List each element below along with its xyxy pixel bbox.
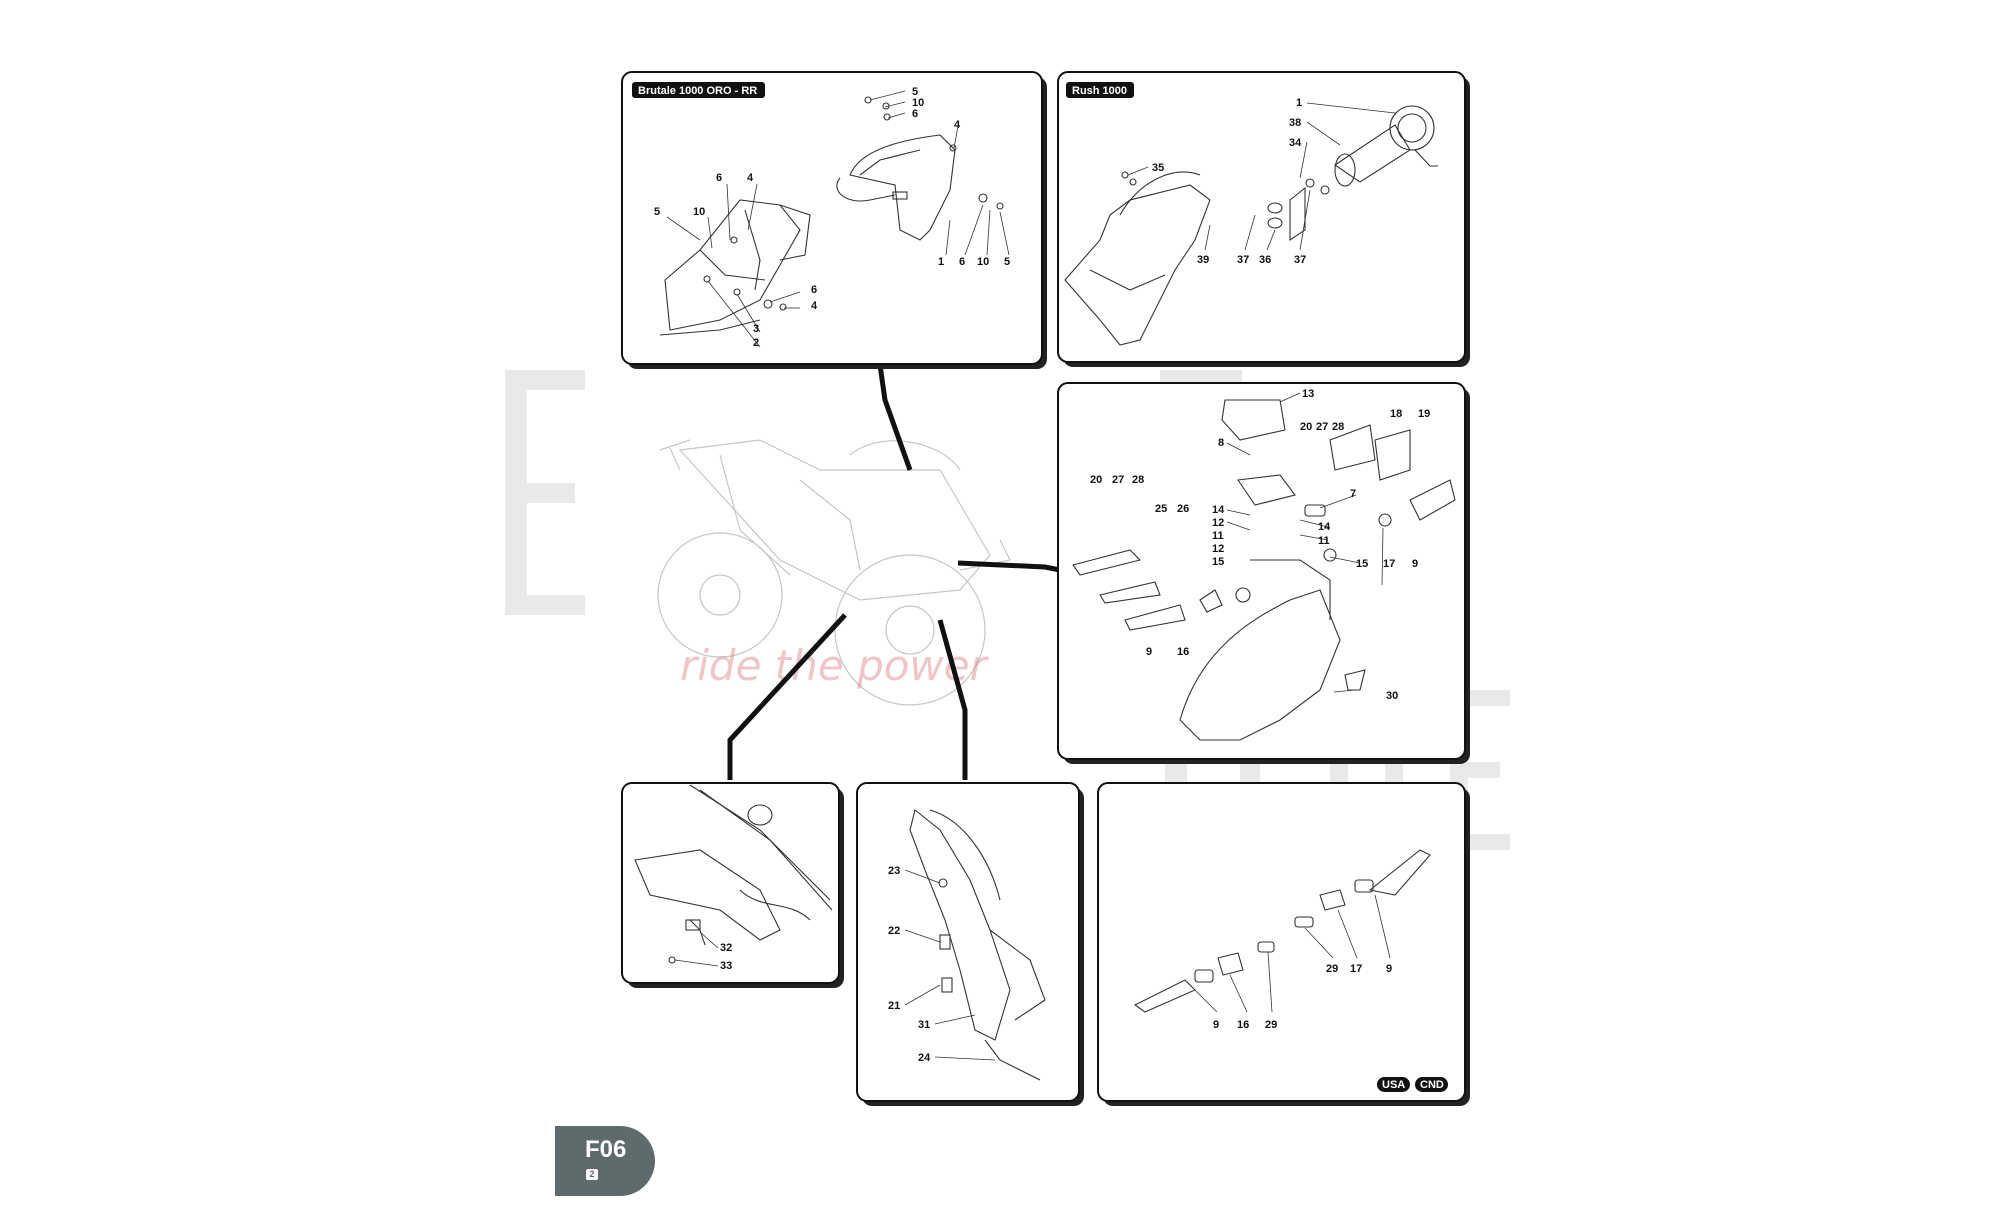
callout: 10: [912, 97, 924, 109]
callout: 14: [1212, 504, 1225, 516]
callout: 9: [1146, 646, 1152, 658]
page-code: F06: [585, 1136, 627, 1163]
callout: 24: [918, 1052, 931, 1064]
callout: 2: [753, 337, 759, 349]
callout: 7: [1350, 488, 1356, 500]
callout: 19: [1418, 408, 1430, 420]
callout: 11: [1212, 530, 1224, 542]
callout: 20: [1300, 421, 1312, 433]
panel-callouts: 5 10 6 4 6 4 5 10 1 6 10 5 6 4 3 2: [654, 86, 1010, 349]
callout: 22: [888, 925, 900, 937]
callout: 6: [912, 108, 918, 120]
callout: 32: [720, 942, 732, 954]
callout: 9: [1213, 1019, 1219, 1031]
callout: 12: [1212, 543, 1224, 555]
callout: 9: [1412, 558, 1418, 570]
callout: 4: [954, 119, 961, 131]
callout: 23: [888, 865, 900, 877]
callout: 38: [1289, 117, 1301, 129]
callout: 28: [1132, 474, 1144, 486]
cnd-badge: [1415, 1077, 1448, 1092]
callout: 35: [1152, 162, 1164, 174]
panel-chain: 32 33: [621, 782, 844, 988]
panel-tail: 13 8 20 27 28 18 19 7 20 27 28 25 26 14 …: [1057, 382, 1470, 764]
page-sub-code: 2: [586, 1169, 598, 1180]
callout: 6: [716, 172, 722, 184]
callout: 28: [1332, 421, 1344, 433]
callout: 29: [1326, 963, 1338, 975]
panel-frame: 23 22 21 31 24: [856, 782, 1084, 1106]
callout: 27: [1316, 421, 1328, 433]
watermark-tagline: ride the power: [680, 641, 990, 690]
callout: 33: [720, 960, 732, 972]
callout: 30: [1386, 690, 1398, 702]
callout: 5: [654, 206, 660, 218]
callout: 25: [1155, 503, 1167, 515]
panel-rush: Rush 1000 1 38 34: [1057, 71, 1470, 367]
callout: 15: [1356, 558, 1368, 570]
panel-title-badge: [1066, 82, 1134, 98]
callout: 20: [1090, 474, 1102, 486]
page-code-tag: F06 2: [555, 1126, 655, 1196]
callout: 37: [1237, 254, 1249, 266]
panel-callouts: 13 8 20 27 28 18 19 7 20 27 28 25 26 14 …: [1090, 388, 1430, 702]
callout: 15: [1212, 556, 1224, 568]
callout: 21: [888, 1000, 900, 1012]
callout: 10: [693, 206, 705, 218]
callout: 36: [1259, 254, 1271, 266]
callout: 37: [1294, 254, 1306, 266]
callout: 6: [811, 284, 817, 296]
callout: 10: [977, 256, 989, 268]
callout: 6: [959, 256, 965, 268]
panel-title-badge: [632, 82, 765, 98]
usa-badge-label: USA: [1382, 1079, 1405, 1091]
callout: 5: [1004, 256, 1010, 268]
callout: 26: [1177, 503, 1189, 515]
callout: 12: [1212, 517, 1224, 529]
callout: 11: [1318, 535, 1330, 547]
usa-badge: [1377, 1077, 1410, 1092]
callout: 18: [1390, 408, 1402, 420]
panel-callouts: 32 33: [720, 942, 732, 972]
callout: 4: [811, 300, 818, 312]
panel-connectors: [727, 364, 1061, 780]
callout: 1: [938, 256, 944, 268]
panel-callouts: 1 38 34 35 39 37 36 37: [1152, 97, 1306, 266]
callout: 8: [1218, 437, 1224, 449]
callout: 13: [1302, 388, 1314, 400]
callout: 9: [1386, 963, 1392, 975]
callout: 27: [1112, 474, 1124, 486]
callout: 29: [1265, 1019, 1277, 1031]
callout: 31: [918, 1019, 930, 1031]
callout: 4: [747, 172, 754, 184]
panel-brutale: Brutale 1000 ORO - RR 5: [621, 71, 1047, 369]
motorcycle-overview: [657, 439, 1011, 706]
cnd-badge-label: CND: [1420, 1079, 1444, 1091]
panel-callouts: 29 17 9 9 16 29: [1213, 963, 1392, 1031]
callout: 16: [1177, 646, 1189, 658]
callout: 17: [1383, 558, 1395, 570]
callout: 1: [1296, 97, 1302, 109]
panel-indicators: 29 17 9 9 16 29 USA CND: [1097, 782, 1470, 1106]
panel-callouts: 23 22 21 31 24: [888, 865, 931, 1064]
callout: 14: [1318, 521, 1331, 533]
callout: 3: [753, 323, 759, 335]
callout: 16: [1237, 1019, 1249, 1031]
callout: 5: [912, 86, 918, 98]
panel-title: Brutale 1000 ORO - RR: [638, 85, 757, 97]
callout: 34: [1289, 137, 1302, 149]
panel-title: Rush 1000: [1072, 85, 1127, 97]
callout: 39: [1197, 254, 1209, 266]
callout: 17: [1350, 963, 1362, 975]
